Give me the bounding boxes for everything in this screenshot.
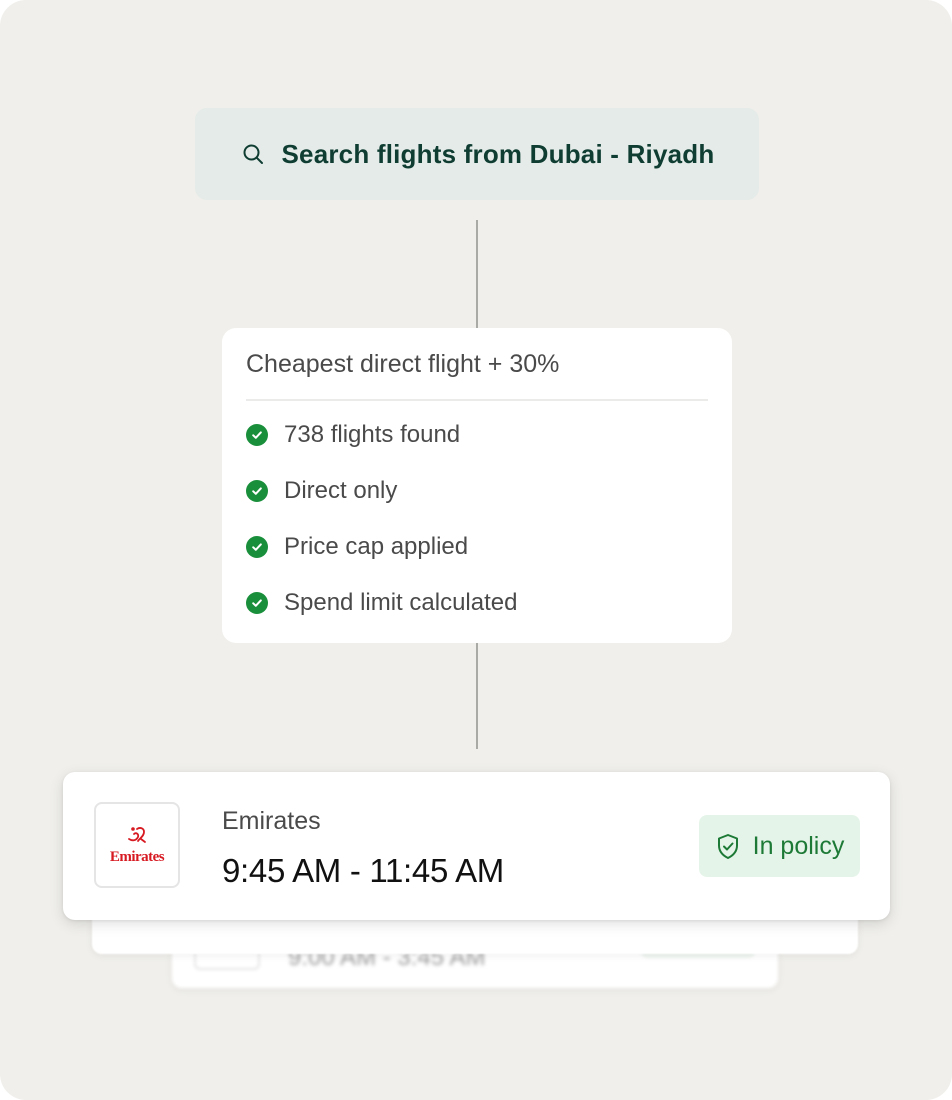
check-circle-icon xyxy=(246,424,268,446)
check-circle-icon xyxy=(246,536,268,558)
policy-check-label: 738 flights found xyxy=(284,421,461,448)
policy-checks-list: 738 flights found Direct only Price cap … xyxy=(246,407,708,631)
flight-time-range: 9:45 AM - 11:45 AM xyxy=(222,852,504,889)
policy-check-item: 738 flights found xyxy=(246,407,708,463)
flight-result-card[interactable]: Emirates Emirates 9:45 AM - 11:45 AM In … xyxy=(63,772,890,920)
in-policy-badge: In policy xyxy=(699,815,860,877)
policy-check-item: Spend limit calculated xyxy=(246,575,708,631)
policy-check-label: Direct only xyxy=(284,477,398,504)
search-flights-bar[interactable]: Search flights from Dubai - Riyadh xyxy=(195,108,759,200)
in-policy-label: In policy xyxy=(752,831,845,860)
flow-connector-line xyxy=(476,220,478,328)
check-circle-icon xyxy=(246,480,268,502)
search-icon xyxy=(240,141,266,167)
airline-name: Emirates xyxy=(222,807,321,835)
emirates-logo: Emirates xyxy=(94,802,180,888)
shield-check-icon xyxy=(715,832,741,860)
policy-rules-card: Cheapest direct flight + 30% 738 flights… xyxy=(222,328,732,643)
emirates-wordmark: Emirates xyxy=(109,848,165,865)
policy-title: Cheapest direct flight + 30% xyxy=(246,350,560,378)
policy-check-label: Price cap applied xyxy=(284,533,469,560)
emirates-calligraphy-mark xyxy=(126,825,148,848)
search-query-text: Search flights from Dubai - Riyadh xyxy=(281,138,715,169)
divider xyxy=(246,399,708,401)
policy-check-label: Spend limit calculated xyxy=(284,589,518,616)
policy-check-item: Direct only xyxy=(246,463,708,519)
flow-connector-line xyxy=(476,643,478,749)
policy-check-item: Price cap applied xyxy=(246,519,708,575)
check-circle-icon xyxy=(246,592,268,614)
